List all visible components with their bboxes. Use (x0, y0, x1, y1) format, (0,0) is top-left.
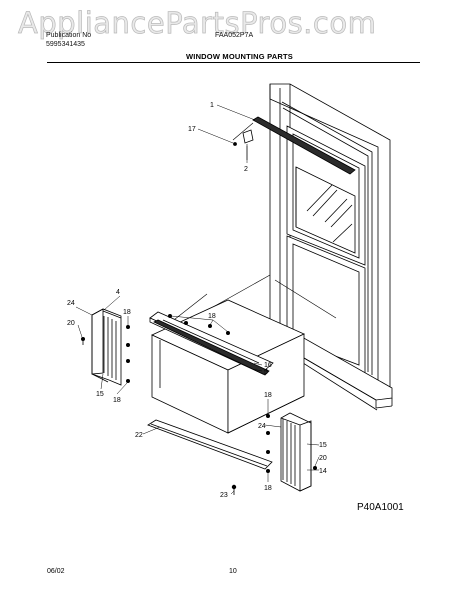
callout-15-right: 15 (319, 442, 327, 449)
right-accordion-panel (280, 412, 312, 492)
callout-18-left-bottom: 18 (113, 397, 121, 404)
callout-23: 23 (220, 492, 228, 499)
callout-18-left-top: 18 (123, 309, 131, 316)
model-number: FAA052P7A (215, 32, 254, 39)
screws (81, 313, 317, 495)
footer-date: 06/02 (47, 568, 65, 575)
callout-18-right-top: 18 (264, 392, 272, 399)
callout-16: 16 (264, 362, 272, 369)
window-seal-strip (252, 116, 356, 175)
top-rail (149, 311, 274, 376)
left-accordion-panel (91, 308, 122, 386)
callout-4: 4 (116, 289, 120, 296)
callout-17: 17 (188, 126, 196, 133)
footer-page-number: 10 (229, 568, 237, 575)
callout-5: 5 (264, 369, 268, 376)
callout-24-left: 24 (67, 300, 75, 307)
callout-22: 22 (135, 432, 143, 439)
callout-1: 1 (210, 102, 214, 109)
callout-24-right: 24 (258, 423, 266, 430)
callout-20-left: 20 (67, 320, 75, 327)
callout-18-right-bottom: 18 (264, 485, 272, 492)
callout-2: 2 (244, 166, 248, 173)
callout-labels: 1 17 2 24 4 20 18 15 18 18 16 5 18 24 15… (67, 102, 327, 499)
header-divider (47, 62, 420, 63)
sash-bracket (233, 129, 254, 146)
callout-leaders (75, 104, 320, 495)
diagram-code: P40A1001 (357, 502, 404, 513)
publication-label: Publication No (46, 32, 92, 39)
watermark: AppliancePartsPros.com (18, 6, 377, 41)
page-title: WINDOW MOUNTING PARTS (186, 52, 293, 61)
bottom-rail (147, 419, 273, 470)
callout-20-right: 20 (319, 455, 327, 462)
publication-number: 5995341435 (46, 41, 85, 48)
callout-15-left: 15 (96, 391, 104, 398)
callout-14: 14 (319, 468, 327, 475)
callout-18-rail: 18 (208, 313, 216, 320)
